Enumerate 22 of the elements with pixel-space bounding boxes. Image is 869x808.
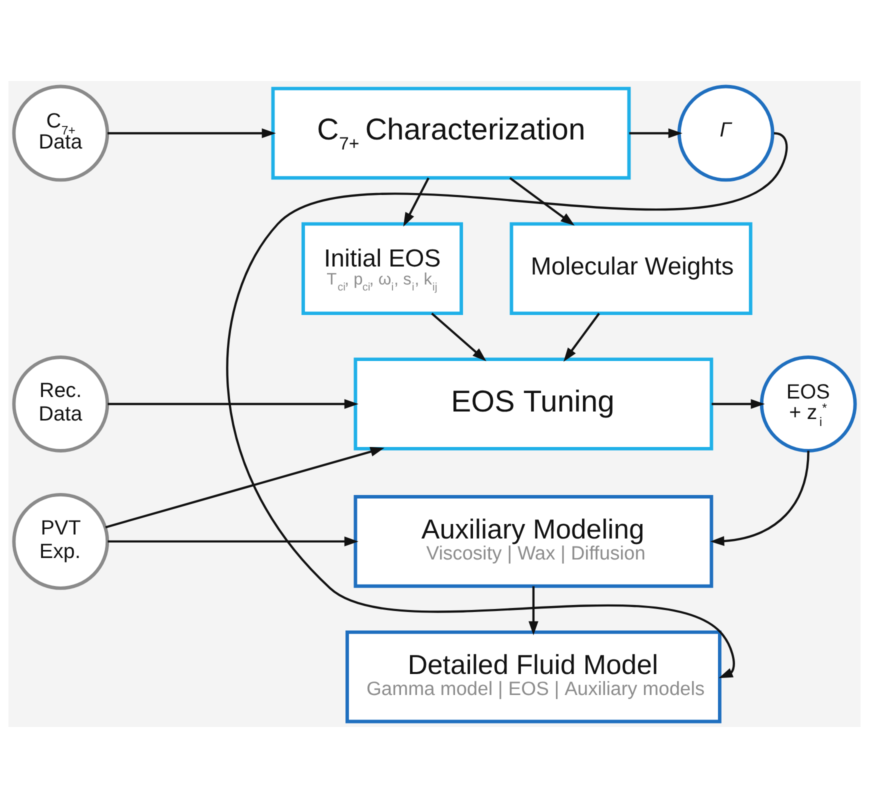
- node-circle: Rec. Data: [12, 356, 110, 452]
- node-circle: Γ: [677, 84, 774, 182]
- arrow: [564, 312, 600, 362]
- node-circle: C$_{7+}$ Data: [12, 84, 110, 182]
- node-box: Molecular Weights: [510, 222, 752, 315]
- arrow: [108, 399, 358, 409]
- node-box: Detailed Fluid Model Gamma model | EOS | Auxiliary models: [346, 630, 722, 724]
- node-circle: PVT Exp.: [12, 493, 110, 590]
- arrow: [629, 128, 682, 138]
- arrow: [108, 536, 358, 546]
- node-box: EOS Tuning: [354, 358, 714, 450]
- arrow: [710, 450, 810, 546]
- node-box: Initial EOS T$_{ci}$, p$_{ci}$, ω$_{i}$, s$_{i}$, k$_{ij}$: [302, 222, 464, 315]
- arrow: [431, 312, 486, 362]
- arrow: [403, 178, 430, 227]
- arrow: [108, 128, 276, 138]
- arrow: [712, 399, 765, 409]
- arrow: [528, 586, 538, 636]
- node-box: C$_{7+}$ Characterization: [271, 86, 631, 180]
- node-box: Auxiliary Modeling Viscosity | Wax | Diffusion: [354, 495, 714, 588]
- arrow: [509, 177, 575, 226]
- arrow: [105, 446, 384, 528]
